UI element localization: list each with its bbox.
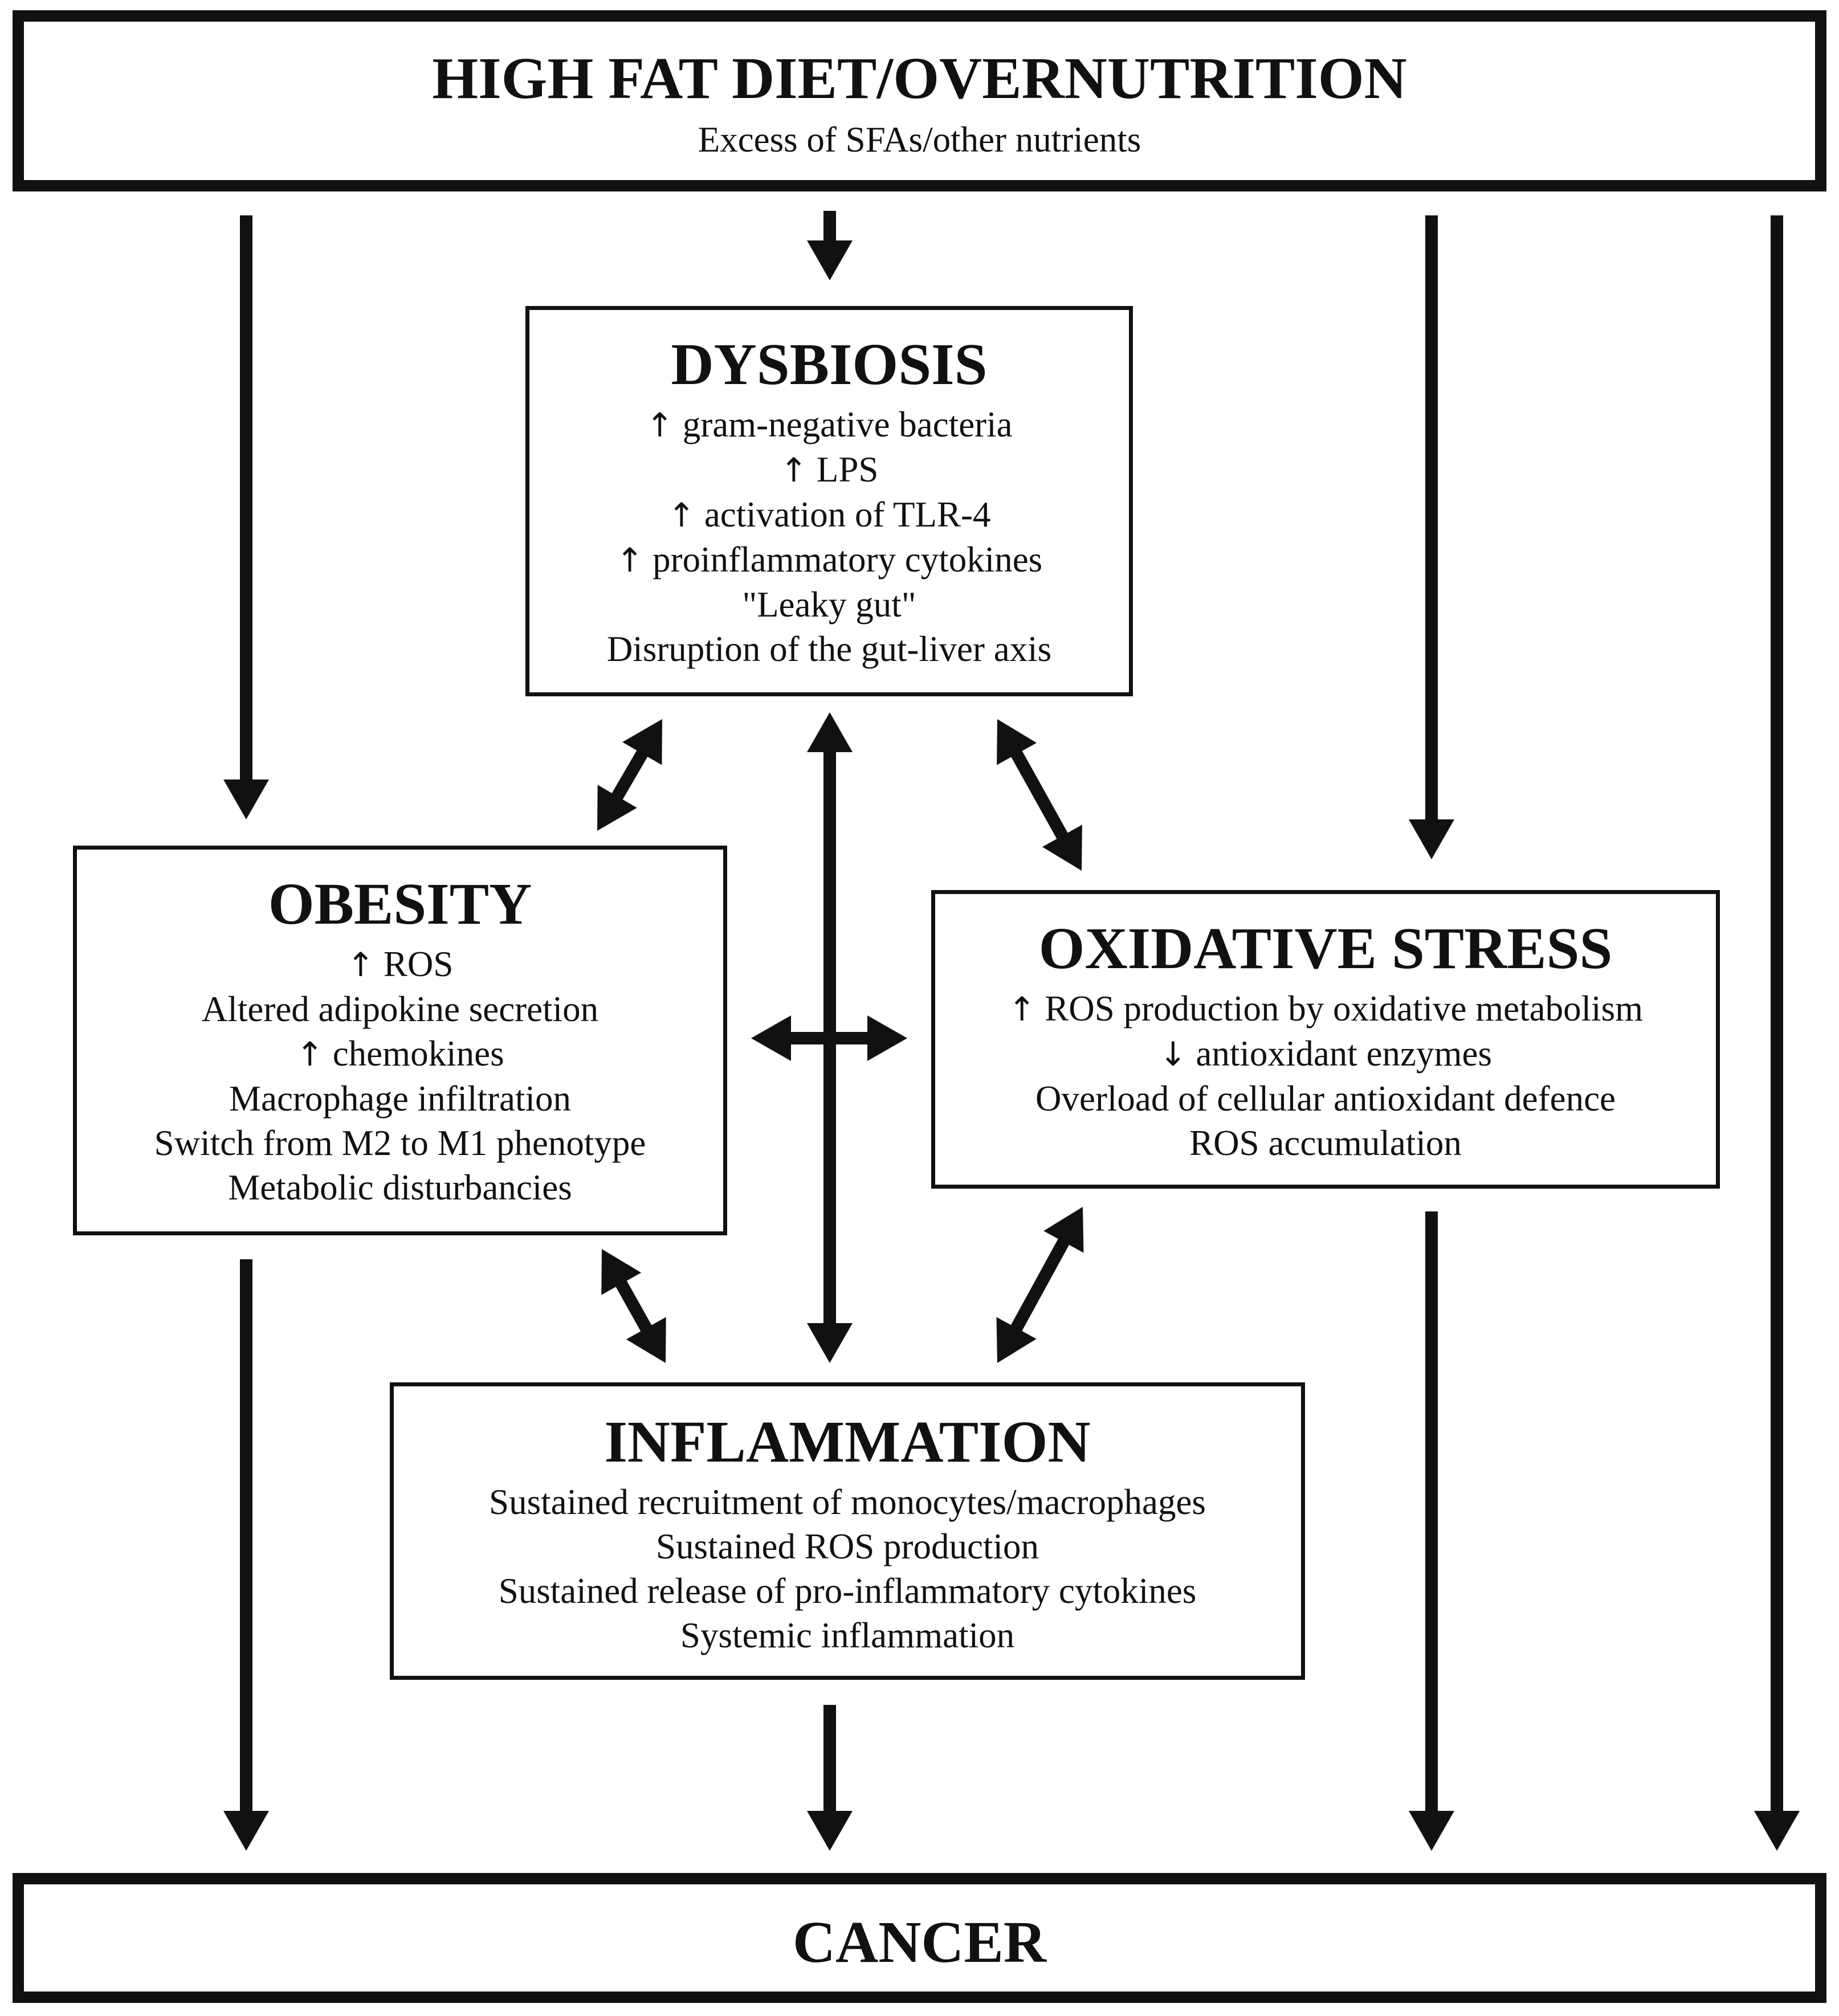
high-fat-diet-title: HIGH FAT DIET/OVERNUTRITION — [432, 46, 1407, 111]
arrow-diet-to-obesity-head — [223, 780, 269, 819]
cancer-box: CANCER — [13, 1873, 1826, 2003]
dysbiosis-line: Disruption of the gut-liver axis — [606, 629, 1052, 670]
arrow-obesity-to-cancer-head — [223, 1811, 269, 1851]
oxidative-stress-line: Overload of cellular antioxidant defence — [1035, 1079, 1616, 1119]
obesity-line: ↑ ROS — [346, 944, 454, 985]
dysbiosis-line: ↑ LPS — [780, 450, 879, 490]
obesity-line: Macrophage infiltration — [229, 1079, 572, 1119]
inflammation-line: Systemic inflammation — [680, 1615, 1015, 1656]
obesity-box: OBESITY ↑ ROS Altered adipokine secretio… — [73, 846, 727, 1235]
arrow-obesity-oxidative-stress-head — [751, 1015, 791, 1061]
inflammation-line: Sustained recruitment of monocytes/macro… — [489, 1482, 1206, 1523]
arrow-dysbiosis-inflammation-head — [807, 1323, 853, 1363]
arrow-obesity-inflammation — [613, 1275, 655, 1337]
up-arrow-icon: ↑ — [667, 496, 696, 535]
obesity-title: OBESITY — [268, 871, 532, 937]
obesity-line: ↑ chemokines — [296, 1034, 504, 1074]
oxidative-stress-line: ↓ antioxidant enzymes — [1159, 1034, 1492, 1074]
arrow-diet-to-dysbiosis-head — [807, 240, 853, 280]
arrow-diet-to-oxidative-stress-head — [1409, 819, 1454, 859]
dysbiosis-title: DYSBIOSIS — [671, 332, 988, 397]
dysbiosis-line: "Leaky gut" — [742, 585, 916, 625]
dysbiosis-line: ↑ proinflammatory cytokines — [615, 540, 1043, 580]
arrow-oxidative-stress-inflammation — [1008, 1234, 1072, 1336]
up-arrow-icon: ↑ — [780, 451, 808, 490]
inflammation-box: INFLAMMATION Sustained recruitment of mo… — [390, 1382, 1305, 1680]
obesity-line: Altered adipokine secretion — [201, 989, 599, 1030]
arrow-obesity-oxidative-stress-head — [867, 1015, 907, 1061]
up-arrow-icon: ↑ — [1008, 990, 1036, 1029]
arrow-inflammation-to-cancer-head — [807, 1811, 853, 1851]
arrow-oxidative-stress-inflammation-head — [996, 1317, 1037, 1363]
inflammation-title: INFLAMMATION — [604, 1409, 1091, 1475]
high-fat-diet-box: HIGH FAT DIET/OVERNUTRITION Excess of SF… — [13, 10, 1826, 191]
inflammation-line: Sustained release of pro-inflammatory cy… — [498, 1571, 1197, 1611]
arrow-dysbiosis-inflammation-head — [807, 712, 853, 752]
arrow-dysbiosis-obesity-head — [622, 719, 662, 765]
arrow-dysbiosis-oxidative-stress-head — [1042, 825, 1082, 871]
oxidative-stress-line: ↑ ROS production by oxidative metabolism — [1008, 989, 1644, 1029]
arrow-obesity-inflammation-head — [626, 1317, 666, 1363]
obesity-line: Metabolic disturbancies — [228, 1168, 572, 1208]
arrow-dysbiosis-obesity — [609, 745, 651, 805]
dysbiosis-line: ↑ activation of TLR-4 — [667, 495, 991, 535]
oxidative-stress-box: OXIDATIVE STRESS ↑ ROS production by oxi… — [931, 890, 1720, 1189]
dysbiosis-line: ↑ gram-negative bacteria — [646, 405, 1013, 445]
up-arrow-icon: ↑ — [615, 541, 644, 580]
down-arrow-icon: ↓ — [1159, 1035, 1187, 1074]
arrow-diet-to-cancer-head — [1754, 1811, 1800, 1851]
arrow-dysbiosis-obesity-head — [597, 785, 637, 831]
oxidative-stress-title: OXIDATIVE STRESS — [1038, 916, 1613, 981]
arrow-obesity-inflammation-head — [601, 1249, 642, 1295]
up-arrow-icon: ↑ — [346, 945, 375, 985]
oxidative-stress-line: ROS accumulation — [1189, 1123, 1462, 1164]
arrow-oxidative-stress-inflammation-head — [1043, 1207, 1084, 1253]
up-arrow-icon: ↑ — [646, 406, 674, 445]
obesity-line: Switch from M2 to M1 phenotype — [154, 1123, 646, 1164]
dysbiosis-box: DYSBIOSIS ↑ gram-negative bacteria ↑ LPS… — [525, 306, 1133, 696]
arrow-oxidative-stress-to-cancer-head — [1409, 1811, 1454, 1851]
arrow-dysbiosis-oxidative-stress-head — [997, 719, 1037, 765]
up-arrow-icon: ↑ — [296, 1035, 324, 1074]
cancer-title: CANCER — [793, 1909, 1046, 1975]
high-fat-diet-subtitle: Excess of SFAs/other nutrients — [698, 120, 1141, 160]
arrow-dysbiosis-oxidative-stress — [1008, 746, 1071, 844]
inflammation-line: Sustained ROS production — [656, 1527, 1039, 1567]
